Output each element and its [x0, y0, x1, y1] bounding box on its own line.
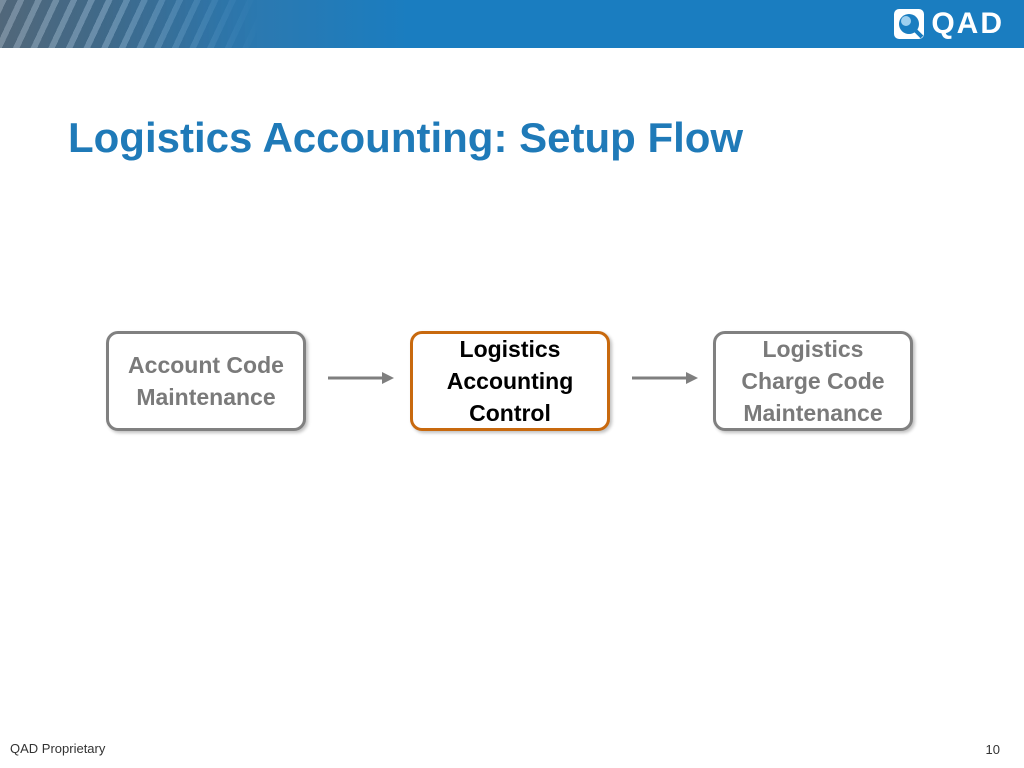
flow-step-logistics-accounting-control: Logistics Accounting Control — [410, 331, 610, 431]
logo-text: QAD — [931, 7, 1004, 40]
header-texture — [0, 0, 260, 48]
flow-step-account-code-maintenance: Account Code Maintenance — [106, 331, 306, 431]
header-bar: QAD — [0, 0, 1024, 48]
flow-step-logistics-charge-code-maintenance: Logistics Charge Code Maintenance — [713, 331, 913, 431]
flow-arrow-1 — [328, 372, 394, 384]
flow-arrow-2 — [632, 372, 698, 384]
qad-logo-icon — [894, 9, 925, 39]
page-number: 10 — [985, 742, 1000, 757]
page-title: Logistics Accounting: Setup Flow — [68, 114, 744, 161]
footer-proprietary: QAD Proprietary — [10, 741, 106, 756]
qad-logo: QAD — [893, 8, 1004, 40]
